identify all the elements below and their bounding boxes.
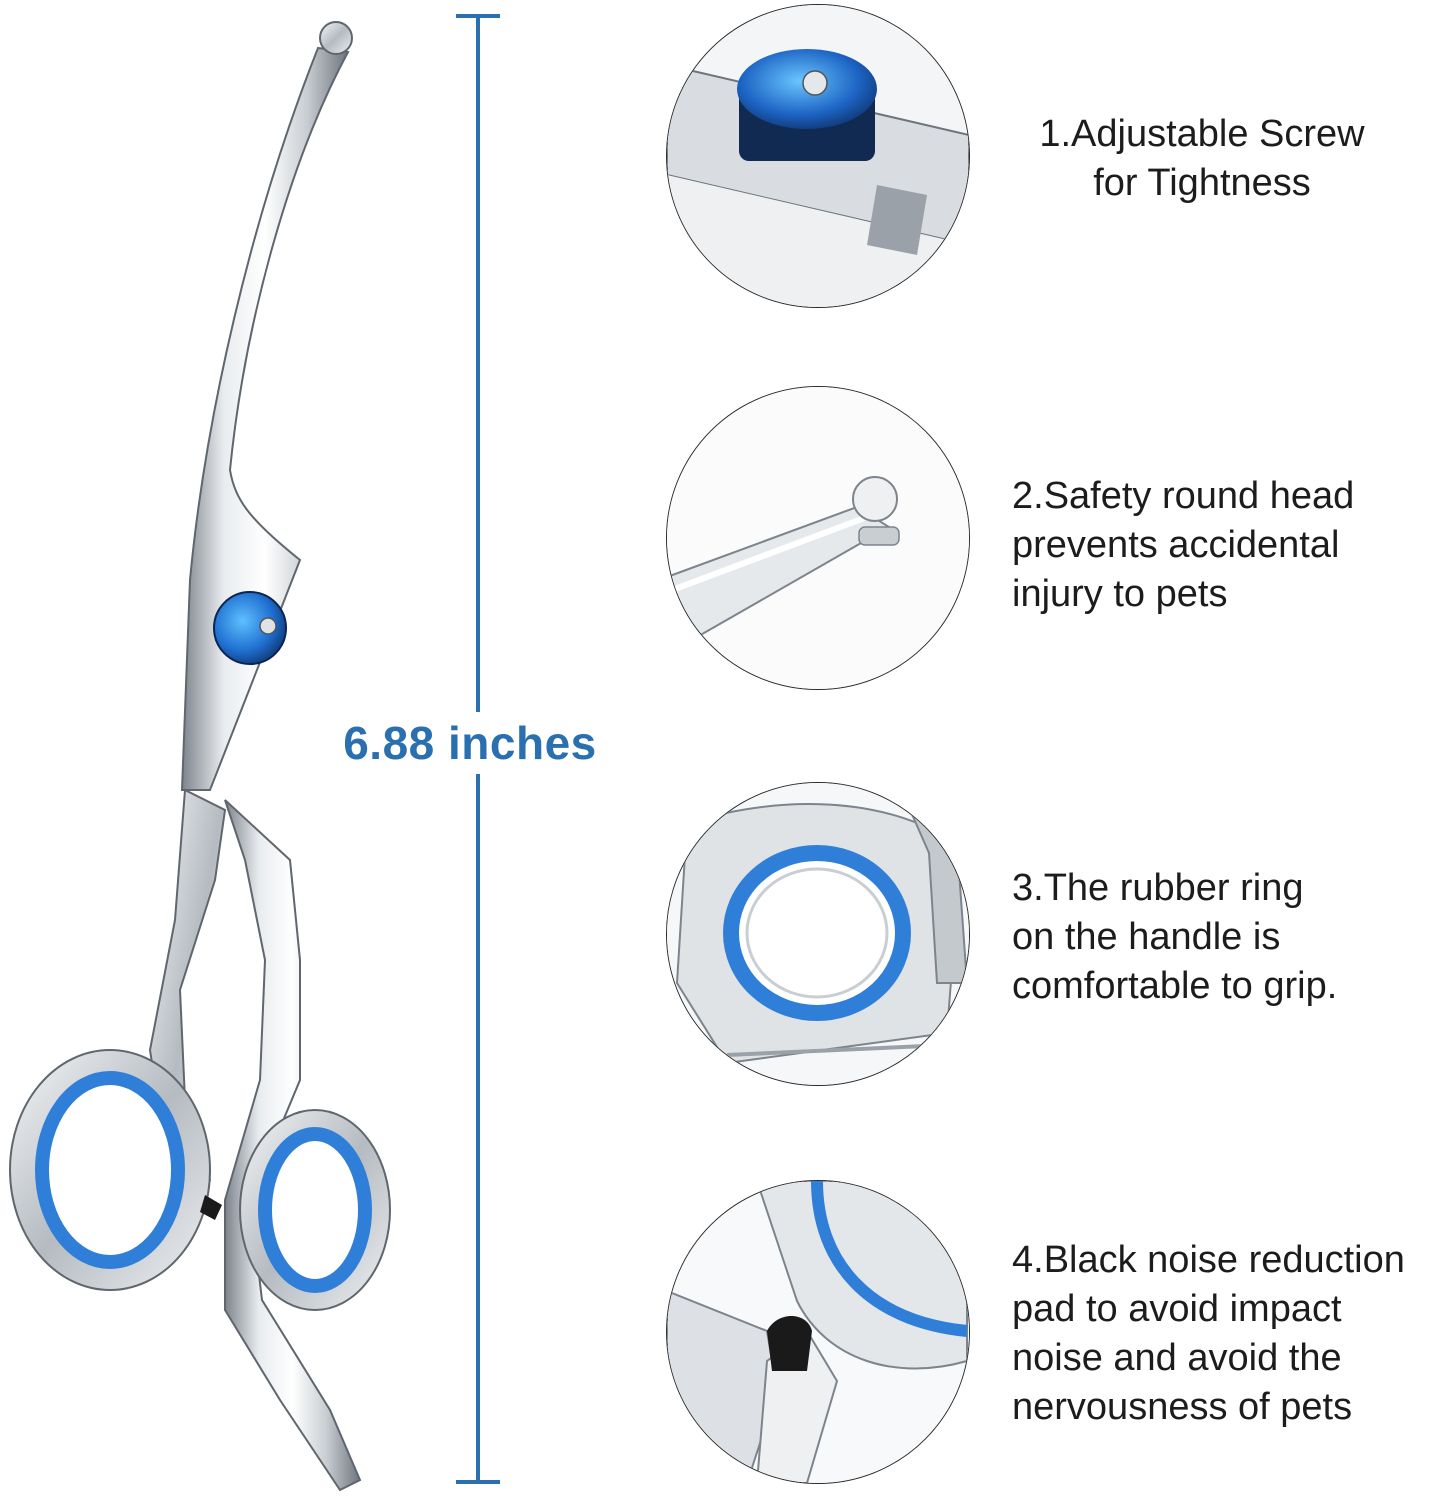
blade-round-tip	[319, 21, 353, 55]
length-label: 6.88 inches	[300, 712, 640, 774]
feature-4-line-2: pad to avoid impact	[1012, 1288, 1342, 1330]
feature-4-line-4: nervousness of pets	[1012, 1386, 1353, 1428]
detail-circle-round-head	[666, 386, 970, 690]
feature-2-line-3: injury to pets	[1012, 573, 1228, 615]
noise-reduction-pad	[200, 1195, 222, 1220]
feature-4-line-3: noise and avoid the	[1012, 1337, 1342, 1379]
round-head-tip	[852, 476, 898, 522]
feature-1-text: 1.Adjustable Screw for Tightness	[992, 110, 1412, 208]
feature-1-line-1: 1.Adjustable Screw	[1039, 113, 1365, 155]
feature-3-line-2: on the handle is	[1012, 916, 1281, 958]
feature-4-text: 4.Black noise reduction pad to avoid imp…	[1012, 1236, 1432, 1432]
blade-upper	[180, 46, 350, 791]
feature-2-line-2: prevents accidental	[1012, 524, 1340, 566]
feature-2-line-1: 2.Safety round head	[1012, 475, 1355, 517]
right-rubber-ring	[258, 1127, 372, 1293]
screw-center-pin	[802, 70, 828, 96]
scissors-product-image	[9, 21, 391, 1492]
feature-3-line-1: 3.The rubber ring	[1012, 867, 1304, 909]
detail-circle-noise-pad	[666, 1180, 970, 1484]
black-pad-detail	[767, 1316, 812, 1371]
pivot-screw	[213, 591, 287, 665]
arm-right	[224, 799, 362, 1492]
detail-circle-screw	[666, 4, 970, 308]
pivot-screw-pin	[259, 617, 277, 635]
detail-circle-rubber-ring	[666, 782, 970, 1086]
feature-3-line-3: comfortable to grip.	[1012, 965, 1338, 1007]
feature-3-text: 3.The rubber ring on the handle is comfo…	[1012, 864, 1422, 1011]
feature-1-line-2: for Tightness	[1093, 162, 1311, 204]
feature-2-text: 2.Safety round head prevents accidental …	[1012, 472, 1422, 619]
blade-shaft	[667, 505, 891, 638]
left-rubber-ring	[35, 1071, 185, 1269]
feature-4-line-1: 4.Black noise reduction	[1012, 1239, 1405, 1281]
